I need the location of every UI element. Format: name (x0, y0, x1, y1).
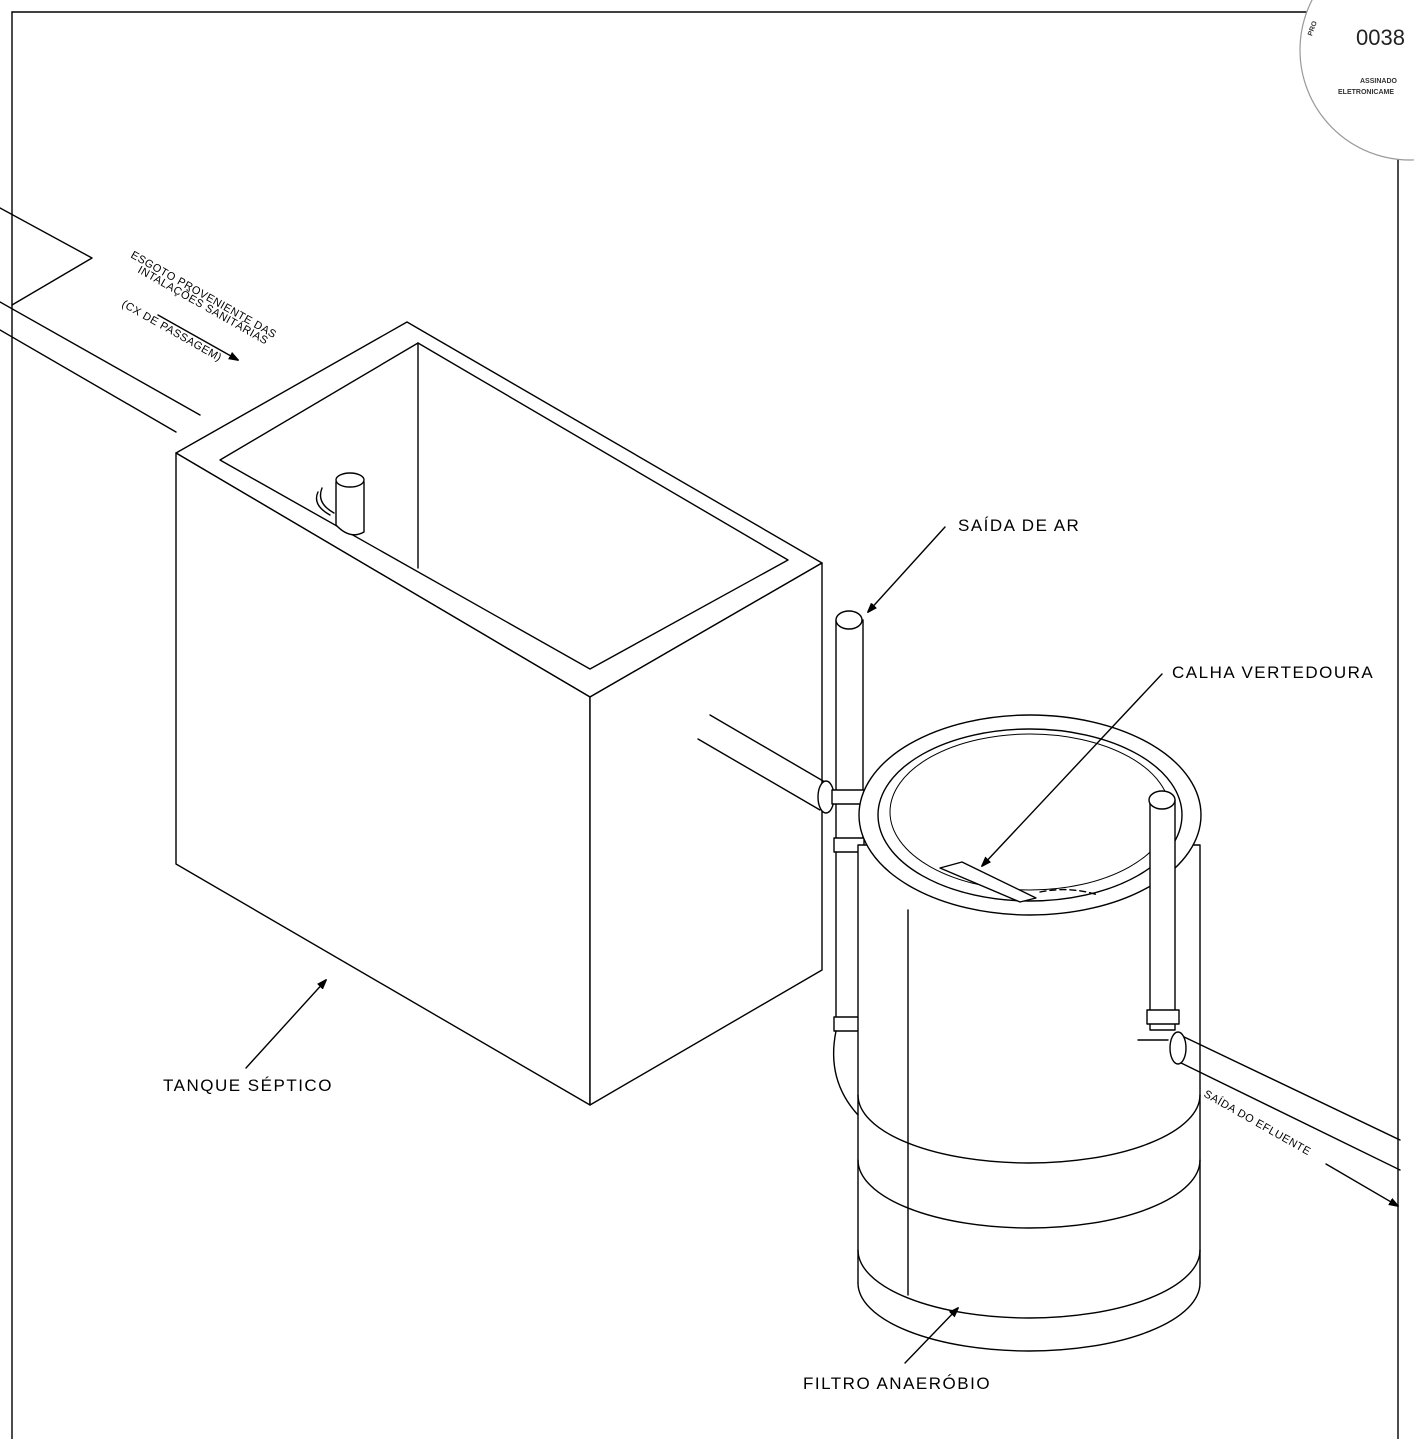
stamp-line-2: ELETRONICAME (1338, 89, 1394, 96)
stamp-partial-word: PRO (1307, 20, 1319, 37)
inlet-pipe (0, 207, 201, 433)
tank-inlet-fitting (315, 472, 365, 536)
label-filtro-anaerobio: FILTRO ANAERÓBIO (803, 1308, 991, 1393)
inlet-flow-arrow (157, 314, 238, 360)
stamp-number: 0038 (1356, 25, 1405, 50)
label-tanque-text: TANQUE SÉPTICO (163, 1076, 333, 1095)
label-filtro-text: FILTRO ANAERÓBIO (803, 1374, 991, 1393)
drawing-frame (11, 11, 1399, 1439)
label-saida-de-ar-text: SAÍDA DE AR (958, 516, 1080, 535)
connecting-pipe (697, 714, 835, 814)
septic-tank (175, 321, 823, 1106)
inlet-label-line-2: INTALAÇÕES SANITÁRIAS (136, 263, 271, 347)
label-calha-vertedoura: CALHA VERTEDOURA (982, 663, 1374, 866)
effluent-pipe (1137, 790, 1401, 1171)
label-calha-text: CALHA VERTEDOURA (1172, 663, 1374, 682)
inlet-label: ESGOTO PROVENIENTE DAS INTALAÇÕES SANITÁ… (120, 249, 279, 364)
label-saida-de-ar: SAÍDA DE AR (868, 516, 1080, 612)
stamp-line-1: ASSINADO (1360, 78, 1398, 85)
inlet-label-line-1: ESGOTO PROVENIENTE DAS (129, 249, 279, 341)
label-saida-efluente: SAÍDA DO EFLUENTE (1202, 1087, 1398, 1206)
label-tanque-septico: TANQUE SÉPTICO (163, 980, 333, 1095)
approval-stamp: PRO 0038 ASSINADO ELETRONICAME (1299, 0, 1414, 161)
label-saida-efluente-text: SAÍDA DO EFLUENTE (1202, 1087, 1314, 1158)
